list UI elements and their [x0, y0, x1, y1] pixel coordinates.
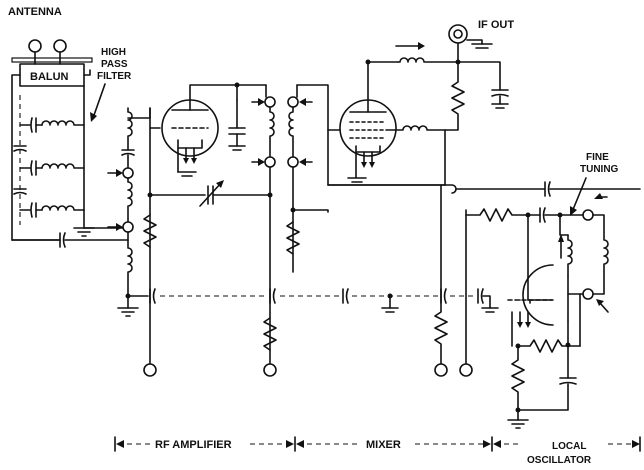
- terminal-2: [263, 363, 277, 377]
- local-oscillator-label-2: OSCILLATOR: [527, 455, 592, 466]
- terminal-4: [459, 363, 473, 377]
- hpf-branch-3: [19, 202, 85, 218]
- terminal-3: [434, 363, 448, 377]
- hpf-branch-1: [19, 117, 85, 133]
- coupling-bus: [127, 288, 499, 313]
- bottom-terminals: [143, 184, 473, 377]
- hpf-branch-2: [19, 160, 85, 176]
- rf-coil-tap-1: [122, 167, 134, 179]
- antenna-label: ANTENNA: [8, 6, 62, 18]
- local-oscillator: FINE TUNING: [327, 152, 641, 429]
- rf-plate-tap-bottom: [264, 156, 276, 168]
- osc-coil-tap-top: [582, 209, 594, 221]
- high-pass-filter: HIGH PASS FILTER: [11, 47, 132, 248]
- if-out-label: IF OUT: [478, 19, 514, 31]
- rf-coil-tap-2: [122, 221, 134, 233]
- antenna-terminal-right: [53, 39, 67, 53]
- rf-input-coil: [107, 107, 151, 317]
- rf-amplifier-label: RF AMPLIFIER: [155, 439, 232, 451]
- hpf-label-3: FILTER: [97, 71, 132, 82]
- balun-label: BALUN: [30, 71, 69, 83]
- terminal-1: [143, 363, 157, 377]
- rf-plate-tap-top: [264, 96, 276, 108]
- if-output-network: IF OUT: [395, 19, 514, 186]
- mixer-label: MIXER: [366, 439, 401, 451]
- section-brackets: RF AMPLIFIER MIXER LOCAL OSCILLATOR: [114, 436, 641, 466]
- osc-coil-tap-bottom: [582, 288, 594, 300]
- fine-tuning-label-1: FINE: [586, 152, 609, 163]
- fine-tuning-label-2: TUNING: [580, 164, 619, 175]
- if-out-jack: [448, 24, 468, 44]
- rf-amplifier-tube: [149, 82, 267, 177]
- mixer-tube: [327, 59, 446, 183]
- antenna-terminal-left: [28, 39, 42, 53]
- hpf-label-1: HIGH: [101, 47, 126, 58]
- osc-tube-envelope: [522, 264, 554, 326]
- mixer-grid-tap-top: [287, 96, 299, 108]
- hpf-label-2: PASS: [101, 59, 128, 70]
- mixer-grid-tap-bottom: [287, 156, 299, 168]
- local-oscillator-label-1: LOCAL: [552, 441, 586, 452]
